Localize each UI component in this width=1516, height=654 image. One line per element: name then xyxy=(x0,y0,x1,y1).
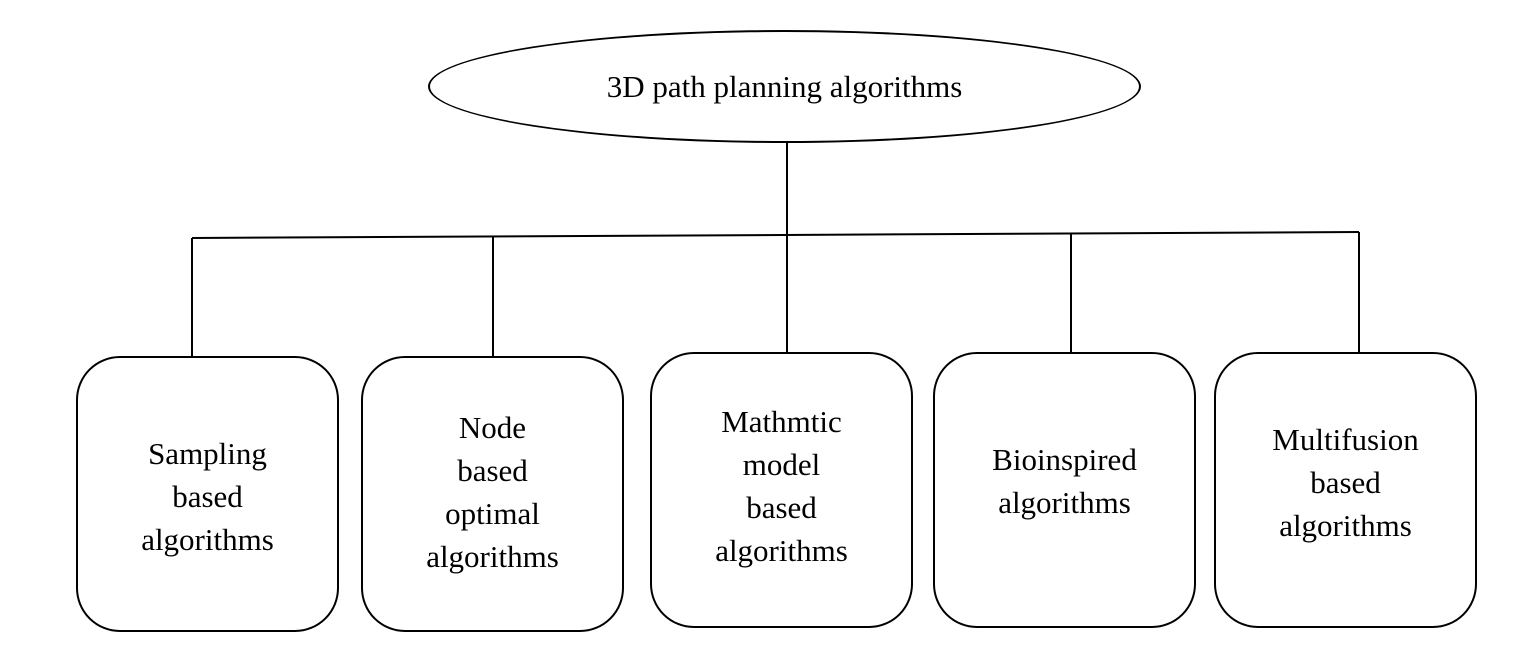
child-node-label: Multifusion based algorithms xyxy=(1272,418,1418,547)
label-line: Node xyxy=(458,410,527,445)
label-line: based xyxy=(1310,464,1381,500)
label-line: optimal xyxy=(445,496,540,531)
child-node-sampling: Sampling based algorithms xyxy=(76,356,339,632)
label-line: model xyxy=(742,447,821,482)
child-node-bioinspired: Bioinspired algorithms xyxy=(933,352,1196,628)
label-line: algorithms xyxy=(141,521,274,557)
label-line: Sampling xyxy=(148,435,267,471)
label-line: Multifusion xyxy=(1272,421,1419,457)
root-node: 3D path planning algorithms xyxy=(428,30,1141,143)
child-node-label: Sampling based algorithms xyxy=(141,432,274,561)
child-node-node-based: Node based optimal algorithms xyxy=(361,356,624,632)
child-node-mathmtic-model: Mathmtic model based algorithms xyxy=(650,352,913,628)
label-line: algorithms xyxy=(426,539,559,574)
label-line: Mathmtic xyxy=(721,404,842,439)
child-node-multifusion: Multifusion based algorithms xyxy=(1214,352,1477,628)
label-line: based xyxy=(172,478,243,514)
label-line: algorithms xyxy=(998,485,1131,520)
root-node-label: 3D path planning algorithms xyxy=(606,69,963,104)
label-line: algorithms xyxy=(1279,507,1412,543)
label-line: based xyxy=(746,490,817,525)
child-node-label: Mathmtic model based algorithms xyxy=(715,400,848,572)
label-line: based xyxy=(457,453,528,488)
child-node-label: Node based optimal algorithms xyxy=(426,406,559,578)
horizontal-connector xyxy=(191,231,1360,239)
child-node-label: Bioinspired algorithms xyxy=(992,438,1137,524)
label-line: algorithms xyxy=(715,533,848,568)
label-line: Bioinspired xyxy=(992,442,1137,477)
